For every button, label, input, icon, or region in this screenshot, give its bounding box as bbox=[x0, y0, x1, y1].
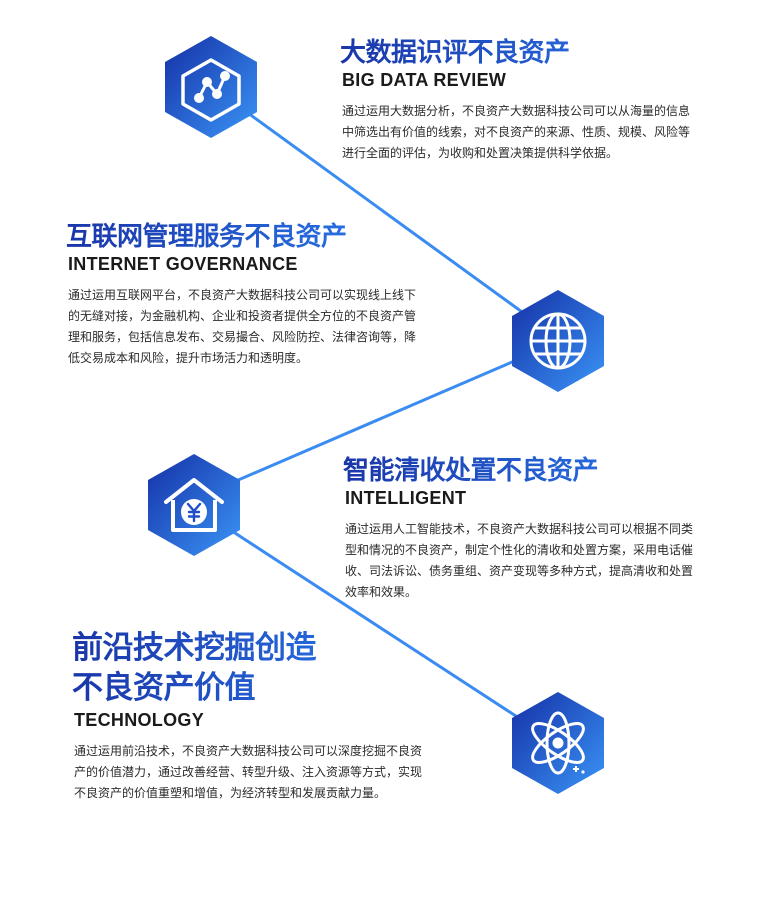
globe-icon bbox=[529, 312, 587, 370]
hex-intelligent bbox=[146, 452, 242, 558]
section-title: 智能清收处置不良资产 bbox=[343, 456, 695, 486]
house-yuan-icon bbox=[164, 478, 224, 532]
section-subtitle: INTELLIGENT bbox=[345, 488, 467, 508]
section-description: 通过运用大数据分析，不良资产大数据科技公司可以从海量的信息中筛选出有价值的线索，… bbox=[342, 104, 691, 160]
section-internet: 互联网管理服务不良资产 INTERNET GOVERNANCE 通过运用互联网平… bbox=[66, 222, 418, 369]
hex-big-data bbox=[163, 34, 259, 140]
section-description: 通过运用互联网平台，不良资产大数据科技公司可以实现线上线下的无缝对接，为金融机构… bbox=[68, 288, 417, 365]
atom-icon bbox=[531, 711, 585, 775]
section-subtitle: BIG DATA REVIEW bbox=[342, 70, 507, 90]
section-title: 大数据识评不良资产 bbox=[340, 38, 700, 68]
section-intelligent: 智能清收处置不良资产 INTELLIGENT 通过运用人工智能技术，不良资产大数… bbox=[343, 456, 695, 603]
section-description: 通过运用人工智能技术，不良资产大数据科技公司可以根据不同类型和情况的不良资产，制… bbox=[345, 522, 694, 599]
hex-internet bbox=[510, 288, 606, 394]
section-subtitle: INTERNET GOVERNANCE bbox=[68, 254, 298, 274]
section-subtitle: TECHNOLOGY bbox=[74, 710, 205, 730]
section-title-line2: 不良资产价值 bbox=[72, 668, 424, 708]
section-title: 互联网管理服务不良资产 bbox=[66, 222, 418, 252]
hex-technology bbox=[510, 690, 606, 796]
section-technology: 前沿技术挖掘创造 不良资产价值 TECHNOLOGY 通过运用前沿技术，不良资产… bbox=[72, 628, 424, 804]
section-description: 通过运用前沿技术，不良资产大数据科技公司可以深度挖掘不良资产的价值潜力，通过改善… bbox=[74, 744, 423, 800]
section-title-line1: 前沿技术挖掘创造 bbox=[72, 628, 424, 668]
chart-trend-icon bbox=[181, 58, 241, 122]
section-big-data: 大数据识评不良资产 BIG DATA REVIEW 通过运用大数据分析，不良资产… bbox=[340, 38, 700, 164]
